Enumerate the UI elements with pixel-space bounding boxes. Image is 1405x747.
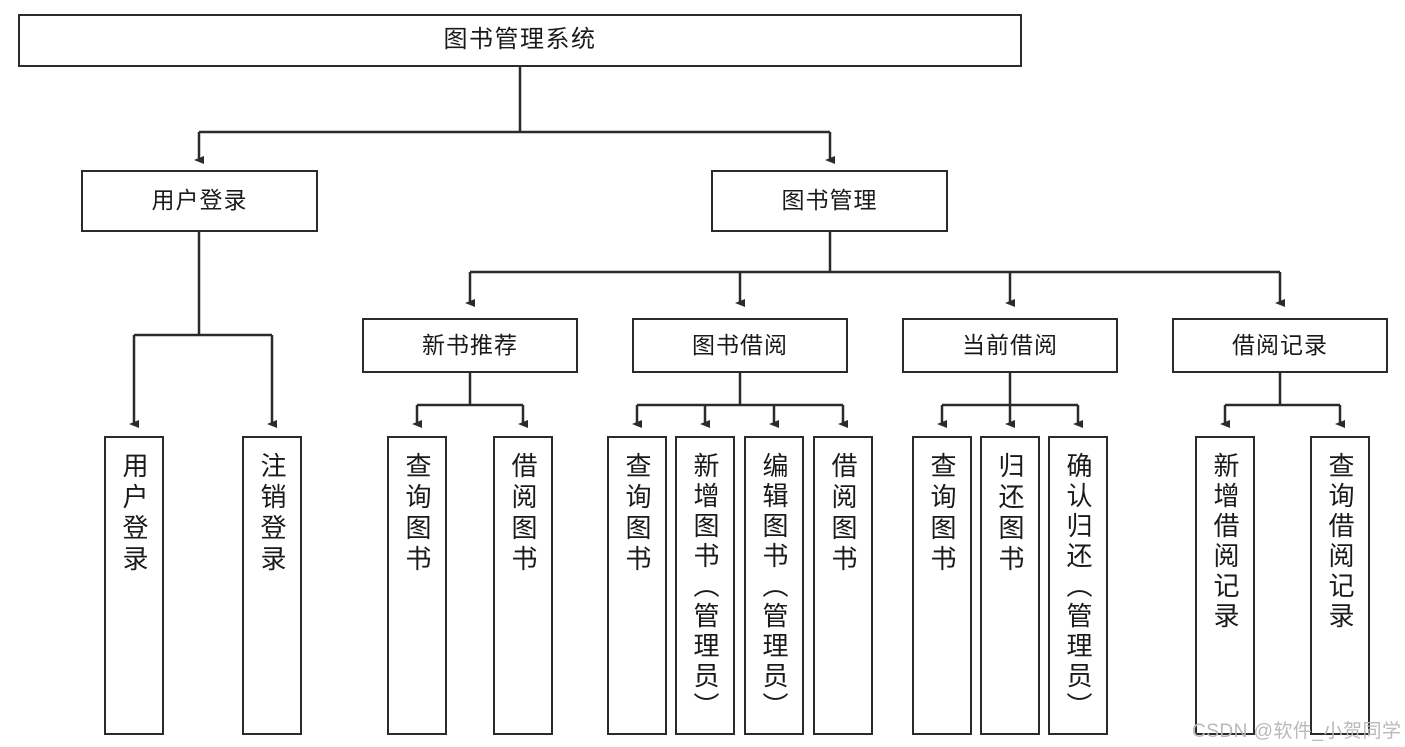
node-label: 归还图书 — [995, 452, 1025, 576]
node-label: 新增借阅记录 — [1210, 452, 1240, 632]
leaf-borrow-add-book-admin[interactable]: 新增图书（管理员） — [675, 436, 735, 735]
node-label: 查询图书 — [927, 452, 957, 576]
csdn-watermark: CSDN @软件_小贺同学 — [1192, 721, 1402, 742]
leaf-borrow-borrow-book[interactable]: 借阅图书 — [813, 436, 873, 735]
leaf-borrow-edit-book-admin[interactable]: 编辑图书（管理员） — [744, 436, 804, 735]
node-label: 借阅图书 — [828, 452, 858, 576]
node-label: 新书推荐 — [422, 331, 518, 358]
node-label: 借阅记录 — [1232, 331, 1328, 358]
node-label: 图书管理 — [781, 187, 878, 214]
node-label: 图书借阅 — [692, 331, 788, 358]
node-root-system[interactable]: 图书管理系统 — [18, 14, 1022, 67]
leaf-current-query-book[interactable]: 查询图书 — [912, 436, 972, 735]
node-label: 新增图书（管理员） — [690, 452, 720, 722]
leaf-user-logout[interactable]: 注销登录 — [242, 436, 302, 735]
node-book-management[interactable]: 图书管理 — [711, 170, 948, 232]
node-new-book-recommend[interactable]: 新书推荐 — [362, 318, 578, 373]
node-label: 当前借阅 — [962, 331, 1058, 358]
leaf-current-return-book[interactable]: 归还图书 — [980, 436, 1040, 735]
node-label: 查询借阅记录 — [1325, 452, 1355, 632]
leaf-current-confirm-return-admin[interactable]: 确认归还（管理员） — [1048, 436, 1108, 735]
node-user-login[interactable]: 用户登录 — [81, 170, 318, 232]
node-label: 借阅图书 — [508, 452, 538, 576]
node-label: 确认归还（管理员） — [1063, 452, 1093, 722]
node-book-borrow[interactable]: 图书借阅 — [632, 318, 848, 373]
node-label: 用户登录 — [151, 187, 248, 214]
node-borrow-record[interactable]: 借阅记录 — [1172, 318, 1388, 373]
node-current-borrow[interactable]: 当前借阅 — [902, 318, 1118, 373]
leaf-record-query-record[interactable]: 查询借阅记录 — [1310, 436, 1370, 735]
node-label: 用户登录 — [119, 452, 149, 576]
node-label: 查询图书 — [402, 452, 432, 576]
node-label: 注销登录 — [257, 452, 287, 576]
leaf-recommend-borrow-book[interactable]: 借阅图书 — [493, 436, 553, 735]
leaf-recommend-query-book[interactable]: 查询图书 — [387, 436, 447, 735]
leaf-borrow-query-book[interactable]: 查询图书 — [607, 436, 667, 735]
node-label: 编辑图书（管理员） — [759, 452, 789, 722]
leaf-record-add-record[interactable]: 新增借阅记录 — [1195, 436, 1255, 735]
node-label: 图书管理系统 — [443, 26, 597, 54]
node-label: 查询图书 — [622, 452, 652, 576]
leaf-user-login[interactable]: 用户登录 — [104, 436, 164, 735]
